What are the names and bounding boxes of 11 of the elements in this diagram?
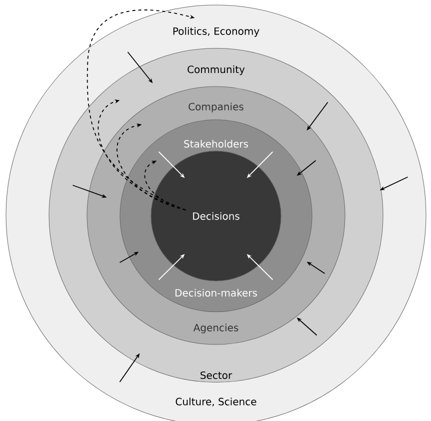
ring-label: Culture, Science	[176, 398, 256, 406]
dashed-arrow	[98, 100, 186, 210]
ring-label: Stakeholders	[184, 140, 248, 148]
ring-label: Agencies	[193, 324, 238, 334]
ring-label: Decision-makers	[176, 288, 257, 297]
dashed-arrow	[116, 123, 186, 210]
ring-label: Decisions	[193, 212, 240, 220]
ring-label: Companies	[188, 102, 244, 112]
ring-label: Community	[188, 65, 245, 76]
ring-label: Politics, Economy	[173, 27, 260, 37]
ring-label: Sector	[200, 371, 232, 380]
